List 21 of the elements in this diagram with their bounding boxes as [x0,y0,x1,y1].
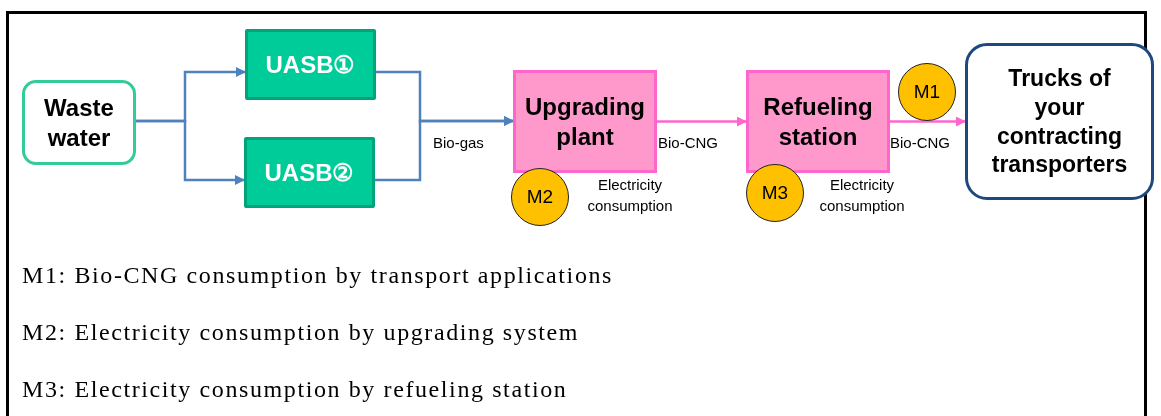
consumption-label: Electricity consumption [818,175,906,216]
meter-circle: M3 [746,164,804,222]
meter-circle: M2 [511,168,569,226]
consumption-label: Electricity consumption [586,175,674,216]
arrow [890,116,966,127]
process-box: Refueling station [746,70,890,173]
legend-note: M2: Electricity consumption by upgrading system [22,319,580,346]
legend-note: M3: Electricity consumption by refueling station [22,376,568,403]
arrow [136,119,245,185]
process-box: UASB① [245,29,376,100]
process-box: UASB② [244,137,375,208]
flow-label: Bio-gas [433,134,484,151]
process-box: Trucks of your contracting transporters [965,43,1154,200]
arrow [657,116,747,127]
arrow [375,116,514,182]
edge-label: Bio-CNG [890,134,950,151]
meter-circle: M1 [898,63,956,121]
process-box: Upgrading plant [513,70,657,173]
process-box: Waste water [22,80,136,165]
legend-note: M1: Bio-CNG consumption by transport applications [22,262,614,289]
edge-label: Bio-CNG [658,134,718,151]
